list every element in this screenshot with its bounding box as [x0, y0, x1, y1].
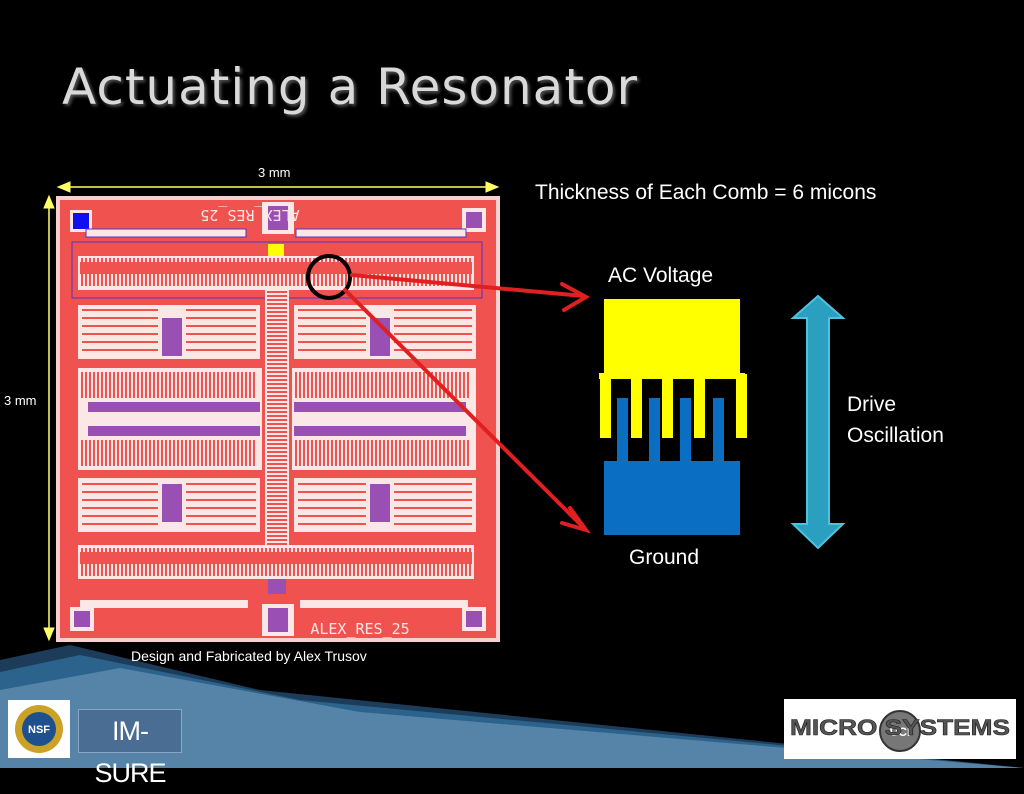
- slide-title: Actuating a Resonator: [62, 58, 639, 116]
- dimension-horizontal-label: 3 mm: [258, 165, 291, 180]
- microsystems-logo: UCI MICRO SYSTEMS: [784, 699, 1016, 759]
- thickness-note: Thickness of Each Comb = 6 micons: [535, 181, 877, 204]
- resonator-chip-layout: ALEX_RES_25 ALEX_RES_25: [56, 196, 500, 642]
- chip-text-bottom: ALEX_RES_25: [310, 620, 409, 638]
- nsf-logo: NSF: [8, 700, 70, 758]
- dimension-horizontal: [56, 181, 500, 193]
- dimension-vertical-label: 3 mm: [4, 393, 37, 408]
- ground-comb: [604, 398, 740, 535]
- microsystems-logo-text: MICRO SYSTEMS: [790, 715, 1010, 740]
- comb-highlight-circle: [306, 254, 352, 300]
- microsystems-logo-small: UCI: [890, 725, 911, 739]
- ac-voltage-label: AC Voltage: [608, 264, 714, 287]
- ac-voltage-comb: [599, 299, 747, 438]
- credit-text: Design and Fabricated by Alex Trusov: [131, 648, 367, 664]
- ground-label: Ground: [629, 546, 700, 569]
- drive-oscillation-arrow: [790, 294, 846, 550]
- decorative-swoosh: [0, 645, 1024, 768]
- nsf-logo-text: NSF: [28, 724, 50, 736]
- chip-text-top: ALEX_RES_25: [200, 206, 299, 224]
- drive-oscillation-label-line2: Oscillation: [847, 424, 944, 447]
- slide-graphics: ALEX_RES_25 ALEX_RES_25: [0, 181, 1024, 768]
- pointer-arrows: [343, 273, 592, 534]
- drive-oscillation-label-line1: Drive: [847, 393, 897, 416]
- imsure-logo: IM-SURE: [78, 709, 182, 788]
- dimension-vertical: [43, 194, 55, 642]
